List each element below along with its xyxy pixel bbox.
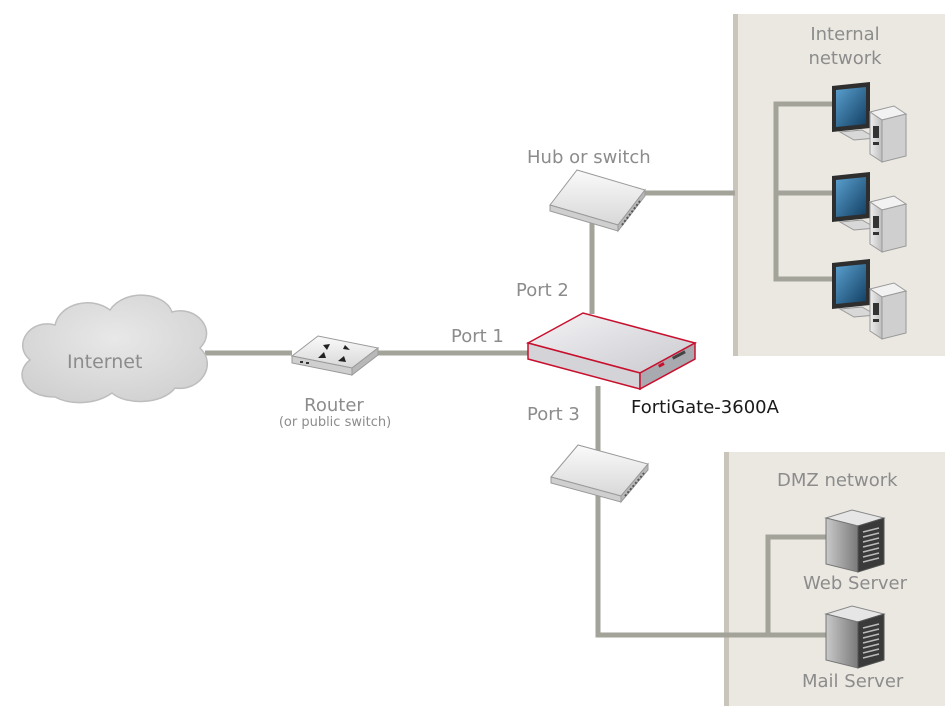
internet-label: Internet — [67, 351, 143, 373]
firewall-appliance-icon — [525, 312, 698, 391]
router-icon — [290, 335, 380, 377]
internal-network-title-line2: network — [808, 48, 882, 69]
dmz-switch-icon — [550, 444, 649, 504]
cloud-icon — [21, 294, 209, 404]
fortigate-label: FortiGate-3600A — [631, 397, 779, 418]
server-icon — [824, 509, 886, 573]
router-sublabel: (or public switch) — [278, 415, 392, 430]
router-label: Router — [304, 395, 364, 416]
connection-lines — [205, 101, 840, 638]
dmz-bus — [765, 534, 832, 638]
mail-server-label: Mail Server — [802, 671, 904, 692]
port1-label: Port 1 — [451, 326, 504, 347]
dmz-switch-servers-link — [595, 490, 768, 638]
internal-network-title-line1: Internal — [810, 24, 880, 45]
web-server-label: Web Server — [803, 573, 907, 594]
desktop-computer-icon — [832, 82, 908, 163]
server-icon — [824, 605, 886, 669]
port2-label: Port 2 — [516, 280, 569, 301]
desktop-computer-icon — [832, 259, 908, 340]
dmz-network-title: DMZ network — [777, 470, 898, 491]
port3-label: Port 3 — [527, 404, 580, 425]
desktop-computer-icon — [832, 172, 908, 253]
dmz-network-zone — [724, 452, 945, 710]
switch-icon — [549, 169, 646, 233]
hub-switch-label: Hub or switch — [527, 147, 651, 168]
